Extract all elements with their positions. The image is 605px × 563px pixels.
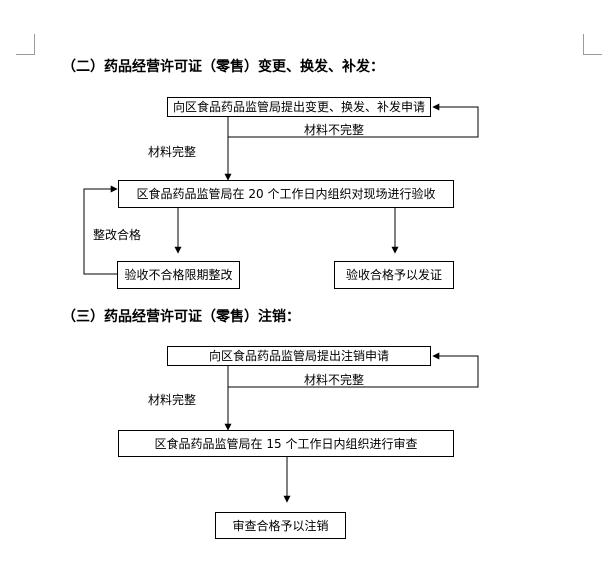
section3-heading: （三）药品经营许可证（零售）注销： <box>62 309 300 325</box>
s3-loop-incomplete <box>227 352 479 388</box>
s3-apply-box: 向区食品药品监管局提出注销申请 <box>167 346 431 366</box>
s3-done-box: 审查合格予以注销 <box>215 512 346 539</box>
s2-rectified-label: 整改合格 <box>93 228 142 242</box>
s3-incomplete-label: 材料不完整 <box>304 373 365 387</box>
s3-complete-label: 材料完整 <box>148 393 197 407</box>
s2-loop-incomplete <box>227 103 479 138</box>
s2-loop-rectified <box>83 185 118 275</box>
section2-heading: （二）药品经营许可证（零售）变更、换发、补发： <box>62 59 384 75</box>
corner-mark-top-right <box>583 34 602 55</box>
s2-pass-box: 验收合格予以发证 <box>334 261 454 289</box>
s2-incomplete-label: 材料不完整 <box>304 123 365 137</box>
s2-fail-box: 验收不合格限期整改 <box>117 261 240 289</box>
s3-review-box: 区食品药品监管局在 15 个工作日内组织进行审查 <box>118 430 454 457</box>
s2-inspect-box: 区食品药品监管局在 20 个工作日内组织对现场进行验收 <box>118 180 454 208</box>
s2-complete-label: 材料完整 <box>148 145 197 159</box>
corner-mark-top-left <box>16 34 35 55</box>
s2-apply-box: 向区食品药品监管局提出变更、换发、补发申请 <box>167 97 431 117</box>
